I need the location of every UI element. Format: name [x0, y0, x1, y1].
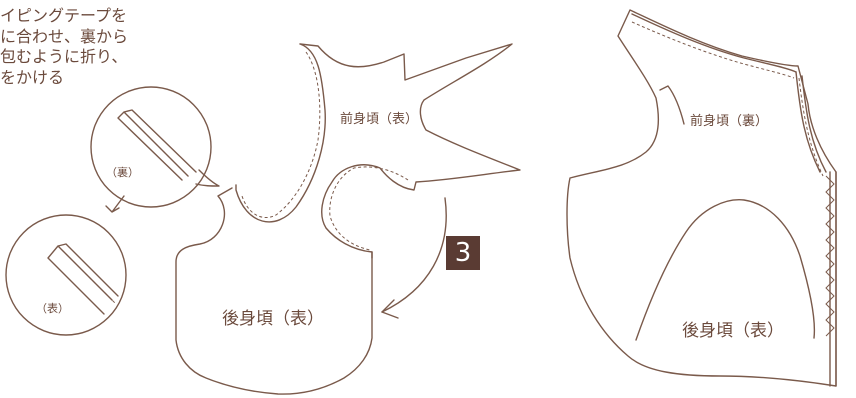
detail-tape-front-stitch: [61, 249, 117, 305]
front-body-piece-left: [235, 43, 521, 259]
instruction-line-1: イピングテープを: [0, 6, 128, 25]
armhole-binding-stitch-left: [329, 166, 409, 251]
back-body-piece-left: [175, 187, 373, 395]
detail-down-arrow: [105, 195, 125, 213]
fold-arrow-head: [381, 299, 399, 319]
right-side-binding-stitch: [798, 77, 824, 177]
detail-circle-front: [5, 214, 127, 336]
right-center-line: [829, 171, 837, 387]
label-back-right: 後身頃（表）: [682, 321, 784, 341]
detail-tape-back-stitch: [127, 115, 191, 179]
instruction-line-3: 包むように折り、: [0, 47, 128, 66]
right-garment-outline: [566, 9, 837, 387]
right-neck-binding: [631, 13, 797, 73]
label-detail-front: （表）: [36, 302, 69, 315]
fold-arrow: [381, 197, 447, 313]
detail-circle-back: [90, 86, 212, 208]
instruction-line-2: に合わせ、裏から: [0, 26, 129, 46]
label-detail-back: （裏）: [106, 166, 139, 179]
right-inner-back: [635, 199, 816, 341]
right-side-binding: [795, 71, 827, 173]
detail-callout-tail: [195, 169, 220, 187]
front-binding-stitch-left: [241, 51, 321, 219]
label-back-left: 後身頃（表）: [222, 309, 324, 329]
right-neck-stitch: [631, 21, 795, 79]
right-zigzag-seam: [825, 175, 835, 337]
instruction-line-4: をかける: [0, 67, 65, 87]
step-number-badge: 3: [446, 236, 480, 270]
label-front-right: 前身頃（裏）: [690, 114, 769, 129]
label-front-left: 前身頃（表）: [340, 112, 419, 127]
right-armhole-left-binding: [659, 85, 685, 125]
instruction-text: イピングテープを に合わせ、裏から 包むように折り、 をかける: [0, 6, 128, 88]
